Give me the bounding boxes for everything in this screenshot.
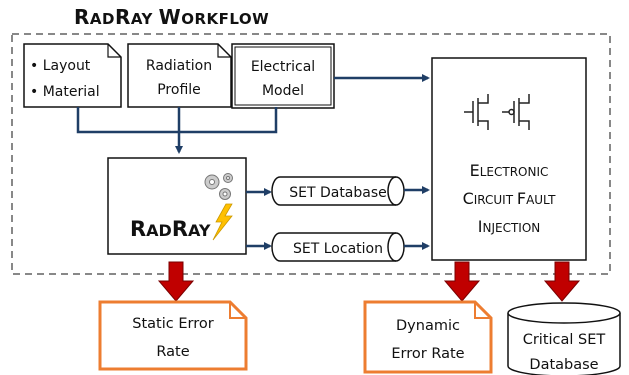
dynamic-error-rate-arrow xyxy=(443,261,481,302)
radiation-profile-input: Radiation Profile xyxy=(127,43,232,108)
fault-injection-line3: INJECTION xyxy=(478,217,541,236)
critical-set-database-output: Critical SET Database xyxy=(507,302,621,375)
electrical-model-line1: Electrical xyxy=(251,59,315,75)
electrical-model-line2: Model xyxy=(262,83,304,99)
diagram-title: RADRAY WORKFLOW xyxy=(74,5,269,29)
inputs-to-radray-connector xyxy=(76,107,278,154)
dynamic-error-rate-line1: Dynamic xyxy=(396,318,460,334)
layout-material-input: • Layout • Material xyxy=(23,43,122,108)
radiation-profile-line1: Radiation xyxy=(146,58,212,74)
critical-set-database-line1: Critical SET xyxy=(523,332,606,348)
set-database-store: SET Database xyxy=(271,176,405,206)
fault-injection-box: ELECTRONIC CIRCUIT FAULT INJECTION xyxy=(431,57,587,261)
set-location-store: SET Location xyxy=(271,232,405,262)
radiation-profile-line2: Profile xyxy=(157,82,201,98)
critical-set-database-line2: Database xyxy=(529,357,598,373)
lightning-bolt-icon xyxy=(212,203,233,241)
dynamic-error-rate-output: Dynamic Error Rate xyxy=(363,300,493,374)
static-error-rate-line1: Static Error xyxy=(132,316,213,332)
static-error-rate-output: Static Error Rate xyxy=(98,300,248,371)
fault-injection-line1: ELECTRONIC xyxy=(470,161,549,180)
radray-label: RADRAY xyxy=(130,217,211,241)
set-location-label: SET Location xyxy=(293,241,383,257)
critical-set-database-arrow xyxy=(543,261,581,302)
static-error-rate-line2: Rate xyxy=(156,344,189,360)
fault-injection-line2: CIRCUIT FAULT xyxy=(463,189,557,208)
gears-icon xyxy=(204,173,233,200)
electrical-model-input: Electrical Model xyxy=(231,43,335,109)
set-database-label: SET Database xyxy=(289,185,387,201)
material-label: • Material xyxy=(30,84,100,100)
radray-box: RADRAY xyxy=(107,157,247,255)
layout-label: • Layout xyxy=(30,58,91,74)
static-error-rate-arrow xyxy=(157,261,195,302)
dynamic-error-rate-line2: Error Rate xyxy=(391,346,464,362)
transistor-icon xyxy=(464,94,530,130)
